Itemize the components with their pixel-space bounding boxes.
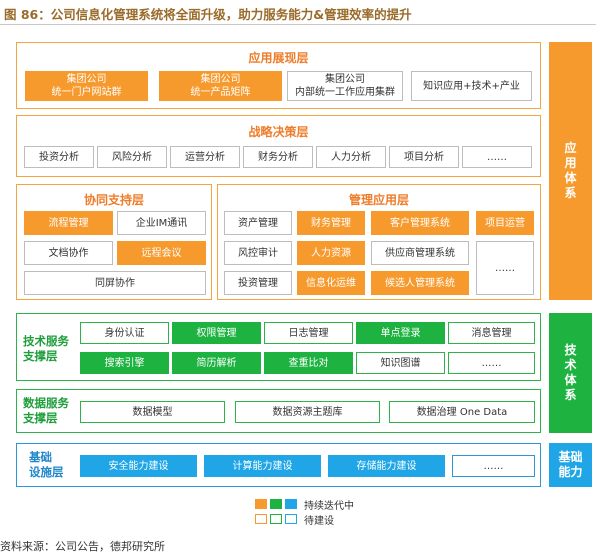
side-label-application: 应用体系 <box>549 42 592 300</box>
mgmt-item: 客户管理系统 <box>371 211 469 235</box>
collab-item: 远程会议 <box>117 241 206 265</box>
mgmt-item: 投资管理 <box>224 271 292 295</box>
layer-title: 战略决策层 <box>248 125 309 139</box>
infrastructure-layer: 基础 设施层 安全能力建设 计算能力建设 存储能力建设 …… <box>16 443 541 487</box>
decision-item: 投资分析 <box>24 146 94 168</box>
mgmt-item: 财务管理 <box>297 211 365 235</box>
tech-item: 权限管理 <box>172 322 261 344</box>
app-item: 知识应用+技术+产业 <box>411 71 532 101</box>
figure-title: 图 86：公司信息化管理系统将全面升级，助力服务能力&管理效率的提升 <box>4 7 412 22</box>
decision-item: 项目分析 <box>389 146 459 168</box>
layer-title: 管理应用层 <box>348 193 409 207</box>
tech-item: 搜索引擎 <box>80 352 169 374</box>
legend-swatch-orange-filled <box>255 499 267 509</box>
infra-item: 存储能力建设 <box>328 455 445 477</box>
tech-item: 身份认证 <box>80 322 169 344</box>
mgmt-item: …… <box>476 241 534 295</box>
mgmt-item: 供应商管理系统 <box>371 241 469 265</box>
collab-item: 流程管理 <box>24 211 113 235</box>
app-item: 集团公司 统一门户网站群 <box>25 71 148 101</box>
infra-item: 安全能力建设 <box>80 455 197 477</box>
data-item: 数据模型 <box>80 401 225 423</box>
legend-ongoing-label: 持续迭代中 <box>304 501 354 512</box>
layer-label: 技术服务 支撑层 <box>23 334 69 363</box>
decision-item: 风险分析 <box>97 146 167 168</box>
tech-item: 知识图谱 <box>356 352 445 374</box>
management-app-layer: 管理应用层 资产管理 财务管理 客户管理系统 项目运营 风控审计 人力资源 供应… <box>217 184 541 300</box>
data-service-layer: 数据服务 支撑层 数据模型 数据资源主题库 数据治理 One Data <box>16 389 541 433</box>
app-item: 集团公司 统一产品矩阵 <box>159 71 282 101</box>
layer-label: 基础 设施层 <box>29 450 64 479</box>
collab-item: 文档协作 <box>24 241 113 265</box>
decision-item: 财务分析 <box>243 146 313 168</box>
tech-item: 简历解析 <box>172 352 261 374</box>
strategic-decision-layer: 战略决策层 投资分析 风险分析 运营分析 财务分析 人力分析 项目分析 …… <box>16 115 541 177</box>
layer-title: 应用展现层 <box>248 51 309 65</box>
legend-swatch-green-outline <box>270 514 282 524</box>
infra-item: 计算能力建设 <box>204 455 321 477</box>
mgmt-item: 信息化运维 <box>297 271 365 295</box>
application-display-layer: 应用展现层 集团公司 统一门户网站群 集团公司 统一产品矩阵 集团公司 内部统一… <box>16 42 541 109</box>
source-note: 资料来源：公司公告，德邦研究所 <box>0 540 165 553</box>
decision-item: 人力分析 <box>316 146 386 168</box>
tech-item: 消息管理 <box>448 322 535 344</box>
collab-item: 企业IM通讯 <box>117 211 206 235</box>
decision-item: 运营分析 <box>170 146 240 168</box>
side-label-technology: 技术体系 <box>549 313 592 433</box>
data-item: 数据资源主题库 <box>235 401 380 423</box>
infra-item: …… <box>452 455 535 477</box>
app-item: 集团公司 内部统一工作应用集群 <box>287 71 403 101</box>
mgmt-item: 人力资源 <box>297 241 365 265</box>
layer-title: 协同支持层 <box>83 193 144 207</box>
tech-item: 单点登录 <box>356 322 445 344</box>
tech-item: 日志管理 <box>264 322 353 344</box>
data-item: 数据治理 One Data <box>389 401 535 423</box>
mgmt-item: 候选人管理系统 <box>371 271 469 295</box>
legend-swatch-blue-outline <box>285 514 297 524</box>
legend-swatch-blue-filled <box>285 499 297 509</box>
collaboration-layer: 协同支持层 流程管理 企业IM通讯 文档协作 远程会议 同屏协作 <box>16 184 212 300</box>
legend-swatch-orange-outline <box>255 514 267 524</box>
legend-swatch-green-filled <box>270 499 282 509</box>
mgmt-item: 风控审计 <box>224 241 292 265</box>
side-label-infrastructure: 基础能力 <box>549 443 592 487</box>
layer-label: 数据服务 支撑层 <box>23 396 69 425</box>
mgmt-item: 项目运营 <box>476 211 534 235</box>
tech-item: 查重比对 <box>264 352 353 374</box>
tech-service-layer: 技术服务 支撑层 身份认证 权限管理 日志管理 单点登录 消息管理 搜索引擎 简… <box>16 313 541 381</box>
decision-item: …… <box>462 146 532 168</box>
mgmt-item: 资产管理 <box>224 211 292 235</box>
legend-planned-label: 待建设 <box>304 516 334 527</box>
tech-item: …… <box>448 352 535 374</box>
title-divider <box>0 24 596 25</box>
collab-item: 同屏协作 <box>24 271 206 295</box>
